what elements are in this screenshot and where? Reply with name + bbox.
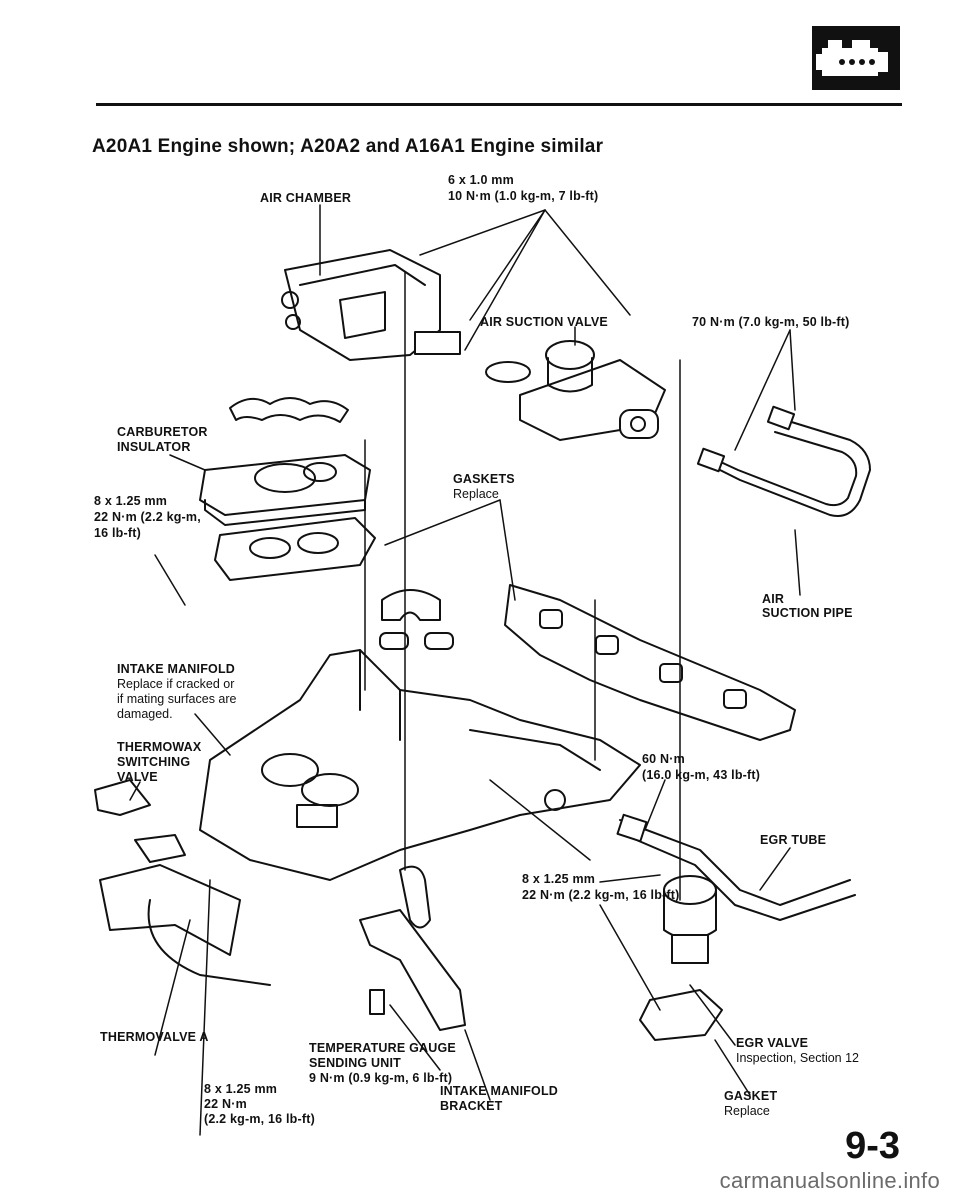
carburetor-insulator-label-1: CARBURETOR	[117, 425, 208, 439]
air-suction-valve-label: AIR SUCTION VALVE	[480, 315, 608, 329]
gaskets-note: Replace	[453, 487, 499, 501]
page-title: A20A1 Engine shown; A20A2 and A16A1 Engi…	[92, 136, 604, 157]
bolt-8x125-left-torque1: 22 N·m (2.2 kg-m,	[94, 510, 201, 524]
air-chamber-part	[281, 249, 461, 361]
temperature-sender-part	[369, 865, 431, 1015]
gasket-note: Replace	[724, 1104, 770, 1118]
thermowax-label-2: SWITCHING	[117, 755, 191, 769]
gaskets-label: GASKETS	[453, 472, 515, 486]
egr-tube-part	[616, 813, 856, 921]
temp-gauge-label-2: SENDING UNIT	[309, 1056, 401, 1070]
bolt-8x125-mid-torque: 22 N·m (2.2 kg-m, 16 lb-ft)	[522, 888, 680, 902]
bolt-6x1-size-label: 6 x 1.0 mm	[448, 173, 514, 187]
intake-manifold-note-1: Replace if cracked or	[117, 677, 235, 691]
gasket-label: GASKET	[724, 1089, 778, 1103]
intake-manifold-bracket-part	[359, 909, 466, 1031]
air-suction-pipe-label-2: SUCTION PIPE	[762, 606, 853, 620]
torque-70-label: 70 N·m (7.0 kg-m, 50 lb-ft)	[692, 315, 850, 329]
temp-gauge-label-3: 9 N·m (0.9 kg-m, 6 lb-ft)	[309, 1071, 453, 1085]
egr-valve-label: EGR VALVE	[736, 1036, 809, 1050]
bolt-8x125-bottom-line2: 22 N·m	[204, 1097, 247, 1111]
bolt-8x125-bottom-size: 8 x 1.25 mm	[204, 1082, 278, 1096]
intake-manifold-note-2: if mating surfaces are	[117, 692, 237, 706]
intake-manifold-gasket-part	[504, 584, 796, 741]
bolt-8x125-bottom-line3: (2.2 kg-m, 16 lb-ft)	[204, 1112, 315, 1126]
thermowax-label-3: VALVE	[117, 770, 158, 784]
torque-60-label-1: 60 N·m	[642, 752, 685, 766]
intake-manifold-label: INTAKE MANIFOLD	[117, 662, 236, 676]
temp-gauge-label-1: TEMPERATURE GAUGE	[309, 1041, 456, 1055]
thermowax-label-1: THERMOWAX	[117, 740, 202, 754]
air-suction-pipe-part	[696, 405, 871, 517]
torque-60-label-2: (16.0 kg-m, 43 lb-ft)	[642, 768, 761, 782]
carburetor-gasket-part	[214, 517, 376, 581]
bolt-6x1-torque-label: 10 N·m (1.0 kg-m, 7 lb-ft)	[448, 189, 599, 203]
carburetor-insulator-label-2: INSULATOR	[117, 440, 191, 454]
watermark: carmanualsonline.info	[719, 1168, 940, 1193]
thermovalve-a-label: THERMOVALVE A	[100, 1030, 209, 1044]
bolt-8x125-mid-size: 8 x 1.25 mm	[522, 872, 596, 886]
engine-section-icon	[812, 26, 900, 90]
intake-manifold-bracket-label-2: BRACKET	[440, 1099, 503, 1113]
intake-manifold-note-3: damaged.	[117, 707, 173, 721]
carburetor-insulator-part	[199, 397, 371, 526]
egr-valve-part	[639, 875, 723, 1041]
header-rule	[96, 103, 902, 106]
air-suction-pipe-label-1: AIR	[762, 592, 785, 606]
air-chamber-label: AIR CHAMBER	[260, 191, 352, 205]
thermovalve-a-part	[99, 864, 271, 986]
air-suction-valve-part	[485, 340, 666, 441]
thermowax-valve-part	[94, 779, 186, 863]
bolt-8x125-left-torque2: 16 lb-ft)	[94, 526, 141, 540]
intake-manifold-bracket-label-1: INTAKE MANIFOLD	[440, 1084, 559, 1098]
bolt-8x125-left-size: 8 x 1.25 mm	[94, 494, 168, 508]
intake-manifold-part	[199, 649, 641, 881]
egr-tube-label: EGR TUBE	[760, 833, 827, 847]
egr-valve-note: Inspection, Section 12	[736, 1051, 859, 1065]
breather-hose-part	[379, 589, 454, 650]
page-number: 9-3	[845, 1125, 900, 1167]
